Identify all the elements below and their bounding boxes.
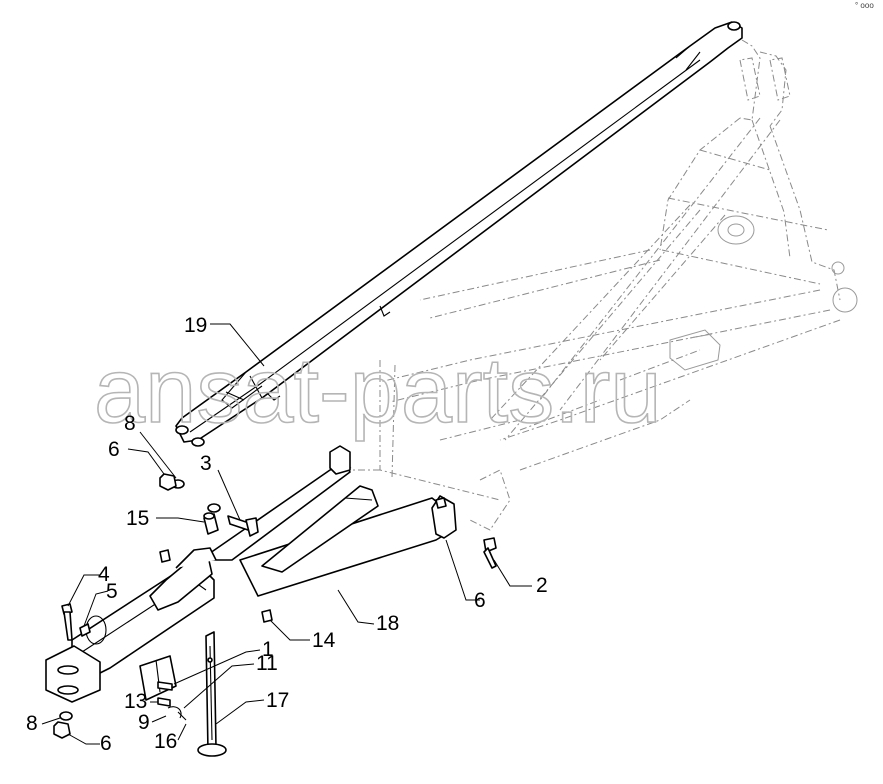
callout-4: 4 bbox=[98, 563, 110, 586]
callout-17: 17 bbox=[266, 689, 289, 712]
ghost-implement-frame bbox=[339, 39, 858, 531]
callout-18: 18 bbox=[376, 612, 399, 635]
callout-labels: 19 8 6 3 15 4 5 18 6 2 14 1 11 13 9 16 1… bbox=[26, 314, 548, 755]
callout-6-lower: 6 bbox=[100, 732, 112, 755]
callout-5: 5 bbox=[106, 580, 118, 603]
hardware-parts bbox=[53, 473, 497, 739]
callout-6-right: 6 bbox=[474, 589, 486, 612]
watermark: ansat-parts.ru bbox=[94, 340, 662, 442]
corner-mark: ° ooo bbox=[855, 1, 874, 10]
callout-19: 19 bbox=[184, 314, 207, 337]
callout-15: 15 bbox=[126, 507, 149, 530]
callout-13: 13 bbox=[124, 690, 147, 713]
callout-14: 14 bbox=[312, 629, 336, 652]
callout-2: 2 bbox=[536, 574, 548, 597]
callout-11: 11 bbox=[256, 652, 278, 675]
leader-lines bbox=[41, 323, 532, 745]
callout-9: 9 bbox=[138, 711, 150, 734]
long-drawbar-beam bbox=[175, 21, 743, 447]
parking-stand bbox=[197, 631, 227, 757]
callout-8-lower: 8 bbox=[26, 712, 38, 735]
callout-1: 1 bbox=[262, 638, 274, 661]
callout-8-upper: 8 bbox=[124, 412, 136, 435]
callout-6-upper: 6 bbox=[108, 438, 120, 461]
callout-16: 16 bbox=[154, 730, 177, 753]
callout-3: 3 bbox=[200, 452, 212, 475]
